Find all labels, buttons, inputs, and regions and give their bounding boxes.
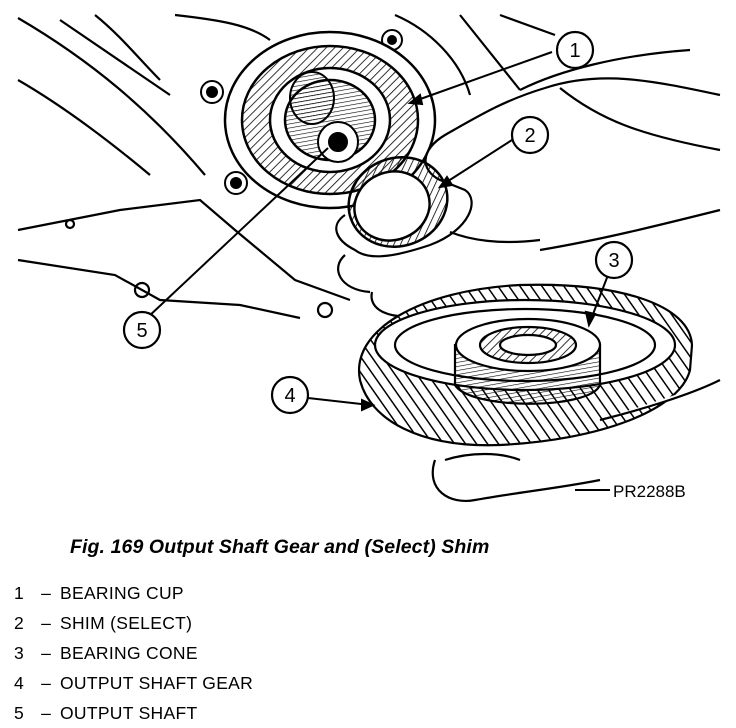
legend-item: 2 – SHIM (SELECT) [14,608,253,638]
legend-list: 1 – BEARING CUP 2 – SHIM (SELECT) 3 – BE… [14,578,253,728]
callout-2: 2 [510,115,550,155]
legend-dash: – [41,613,51,633]
legend-label: OUTPUT SHAFT [60,703,198,723]
figure-caption: Fig. 169 Output Shaft Gear and (Select) … [70,536,490,558]
bearing-cone [453,317,602,405]
callout-5: 5 [122,310,162,350]
figure-code: PR2288B [613,482,686,501]
callout-1: 1 [555,30,595,70]
legend-number: 2 [14,613,24,633]
legend-item: 4 – OUTPUT SHAFT GEAR [14,668,253,698]
svg-text:2: 2 [524,125,535,147]
svg-text:1: 1 [569,40,580,62]
output-shaft-end [289,71,359,163]
legend-label: OUTPUT SHAFT GEAR [60,673,254,693]
svg-text:5: 5 [136,320,147,342]
legend-label: BEARING CONE [60,643,198,663]
svg-text:4: 4 [284,385,295,407]
legend-number: 4 [14,673,24,693]
technical-illustration: 1 2 3 4 5 PR2288B [17,13,721,503]
legend-number: 1 [14,583,24,603]
legend-item: 5 – OUTPUT SHAFT [14,698,253,728]
legend-label: SHIM (SELECT) [60,613,193,633]
bearing-bore [223,30,437,210]
housing-bolts [200,29,403,195]
legend-item: 1 – BEARING CUP [14,578,253,608]
select-shim [347,156,449,248]
legend-dash: – [41,703,51,723]
legend-number: 5 [14,703,24,723]
callout-3: 3 [594,240,634,280]
legend-dash: – [41,643,51,663]
legend-dash: – [41,583,51,603]
legend-number: 3 [14,643,24,663]
leader-lines [146,51,610,491]
callout-4: 4 [270,375,310,415]
transmission-case [17,13,691,320]
svg-text:3: 3 [608,250,619,272]
legend-label: BEARING CUP [60,583,184,603]
legend-dash: – [41,673,51,693]
lower-hand [431,379,721,503]
legend-item: 3 – BEARING CONE [14,638,253,668]
